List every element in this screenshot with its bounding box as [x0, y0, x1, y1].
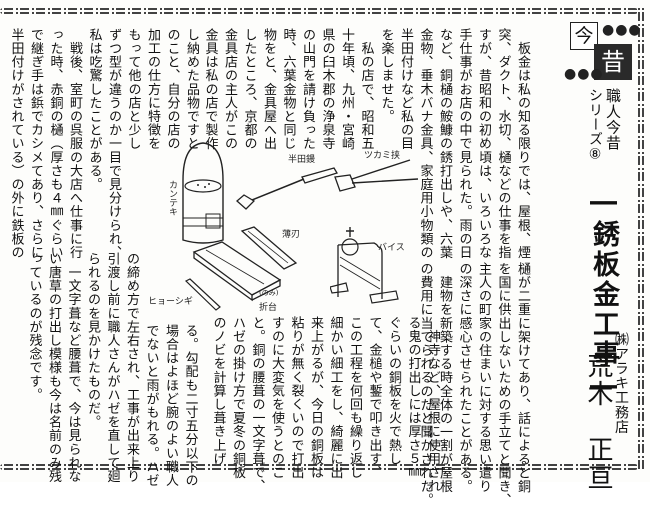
text-line: 一文字葺など腰葺で、今は見られな — [65, 252, 81, 484]
article-lower-left: る。勾配も二寸五分以下の 場合はよほど腕のよい職人 でないと雨がもれる。ハゼ の… — [24, 252, 200, 488]
vise-illustration — [330, 227, 399, 304]
article-upper-right: 板金は私の知る限りでは、屋根、煙 突、ダクト、水切、樋などの仕事を指 すが、昔昭… — [376, 28, 532, 260]
text-line: る鬼の打出しには厚さ５㎜ — [405, 316, 421, 480]
hyoshigi-label: ヒョーシギ — [148, 297, 193, 307]
text-line: など、銅樋の鮟鱇の銹打出しや、六葉 — [437, 28, 452, 260]
text-line: を国に供出しないための手立てと聞き、 — [495, 262, 511, 507]
text-line: の深さに感心させられたことがある。 — [456, 262, 472, 494]
text-line: 突、ダクト、水切、樋などの仕事を指 — [495, 28, 511, 260]
series-name: 職人今昔 — [604, 88, 622, 151]
text-line: 県の臼木郡の浄泉寺 — [319, 28, 335, 151]
kanteki-illustration — [182, 142, 224, 244]
blade-illustration — [240, 226, 298, 270]
usuba-label: 薄刃 — [282, 230, 301, 240]
text-line: っているのが残念です。 — [26, 252, 42, 402]
vise-label: バイス — [378, 243, 405, 253]
text-line: 建物を新築する時全体の一割が屋根 — [437, 262, 452, 494]
author-name: 荒木 正亘 — [583, 352, 613, 492]
text-line: の山門を請け負った — [300, 28, 315, 151]
text-line: を楽しませた。 — [378, 28, 394, 124]
dots-top-icon: ●●● — [602, 22, 642, 38]
text-line: し納めた品物ですと — [184, 28, 199, 151]
text-line: ぐらいの銅板を火で熱し — [386, 316, 401, 466]
text-line: のノビを計算し葺き上げ — [210, 316, 226, 466]
text-line: 主人の町家の住まいに対する思い遣り — [476, 262, 491, 494]
text-line: 板金は私の知る限りでは、屋根、煙 — [515, 28, 530, 260]
text-line: の締め方で左右され、工事が出来上り — [124, 252, 139, 484]
text-line: 細かい細工をし、綺麗に出 — [327, 316, 343, 480]
oridai-mark: (のみ) — [259, 289, 279, 297]
text-line: 加工の仕方に特徴を — [145, 28, 160, 151]
top-chain-border — [0, 8, 638, 14]
text-line: 引渡し前に職人さんがハゼを直して廻 — [104, 252, 120, 484]
ima-badge: 今 — [570, 22, 598, 50]
dots-left-icon: ●●● — [564, 66, 604, 82]
bottom-chain-border — [0, 464, 638, 470]
article-lower-right: 樋が二重に架けてあり、話によると銅 を国に供出しないための手立てと聞き、 主人の… — [415, 262, 532, 507]
text-line: もって他の店と少し — [125, 28, 141, 151]
text-line: い唐草の打出し模様も今は名前のみ残 — [46, 252, 61, 484]
text-line: すが、昔昭和の初め頃は、いろいろな — [476, 28, 491, 260]
text-line: 神寺など、屋根に使用され — [425, 316, 440, 493]
hyoshigi-illustration — [184, 278, 221, 311]
text-line: 手仕事がお店の中で見られた。雨の日 — [456, 28, 472, 260]
text-line: 十年頃、九州・宮崎 — [339, 28, 354, 151]
text-line: のこと、自分の店の — [164, 28, 180, 151]
newspaper-column: 今 ●●● 昔 ●●● 職人今昔 シリーズ⑧ ―銹板金工事― ㈱アラキ工務店 荒… — [0, 8, 644, 507]
kanteki-label: カンテキ — [167, 180, 177, 216]
text-line: 金具店の主人がこの — [222, 28, 237, 151]
text-line: ハゼの掛け方で夏冬の銅板 — [230, 316, 245, 480]
company-name: ㈱アラキ工務店 — [613, 332, 629, 435]
text-line: で継ぎ手は鋲でカシメてあり、さらに — [28, 28, 43, 260]
handagote-label: 半田鏝 — [288, 155, 316, 165]
text-line: 来上がるが、今日の銅板は — [308, 316, 323, 480]
text-line: て、金槌や鏨で叩き出す、 — [366, 316, 382, 480]
text-line: 私は吃驚したことがある。 — [86, 28, 102, 192]
series-number: シリーズ⑧ — [587, 88, 603, 163]
article-lower-middle: 神寺など、屋根に使用され る鬼の打出しには厚さ５㎜ ぐらいの銅板を火で熱し て、… — [208, 316, 442, 493]
text-line: 場合はよほど腕のよい職人 — [163, 324, 178, 488]
text-line: でないと雨がもれる。ハゼ — [143, 324, 159, 488]
text-line: 半田付けなど私の目 — [398, 28, 413, 151]
article-upper-left: し納めた品物ですと のこと、自分の店の 加工の仕方に特徴を もって他の店と少し … — [6, 28, 201, 260]
text-line: 私の店で、昭和五 — [358, 28, 374, 151]
text-line: 半田付けがされている）の外に鉄板の — [8, 28, 24, 260]
text-line: 粘りが無く裂くいので打出 — [288, 316, 304, 480]
text-line: の費用に当てられるのだと聞かされた。 — [417, 262, 433, 507]
text-line: と。銅の腰葺の一文字葺で、 — [249, 316, 265, 493]
text-line: すのに大変気を使うとのこ — [269, 316, 284, 480]
text-line: ずつ型が違うのか一目で見分けられ、 — [106, 28, 121, 260]
text-line: 戦後、室町の呉服の大店へ仕事に行 — [67, 28, 82, 260]
article-upper-middle: 私の店で、昭和五 十年頃、九州・宮崎 県の臼木郡の浄泉寺 の山門を請け負った 時… — [200, 28, 376, 151]
text-line: 金物、垂木バナ金具、家庭用小物類の — [417, 28, 433, 260]
right-chain-border — [638, 8, 644, 472]
mukashi-badge: 昔 — [594, 44, 632, 80]
tongs-label: ツカミ挟 — [364, 151, 401, 161]
text-line: 樋が二重に架けてあり、話によると銅 — [515, 262, 530, 494]
text-line: った時、赤銅の樋（厚さも４㎜ぐらい — [47, 28, 63, 260]
article-title: ―銹板金工事― — [588, 186, 619, 404]
text-line: したところ、京都の — [241, 28, 257, 151]
folding-block-illustration — [192, 241, 282, 302]
oridai-label: 折台 — [259, 303, 278, 313]
text-line: この工程を何回も繰り返し — [347, 316, 362, 480]
soldering-iron-illustration — [236, 167, 338, 210]
tongs-illustration — [334, 159, 419, 192]
text-line: る。勾配も二寸五分以下の — [182, 324, 198, 488]
text-line: られるのを見かけたものだ。 — [85, 252, 100, 429]
text-line: 金具は私の店で製作 — [202, 28, 218, 151]
text-line: 物をと、金具屋へ出 — [261, 28, 276, 151]
text-line: 時、六葉金物と同じ — [280, 28, 296, 151]
